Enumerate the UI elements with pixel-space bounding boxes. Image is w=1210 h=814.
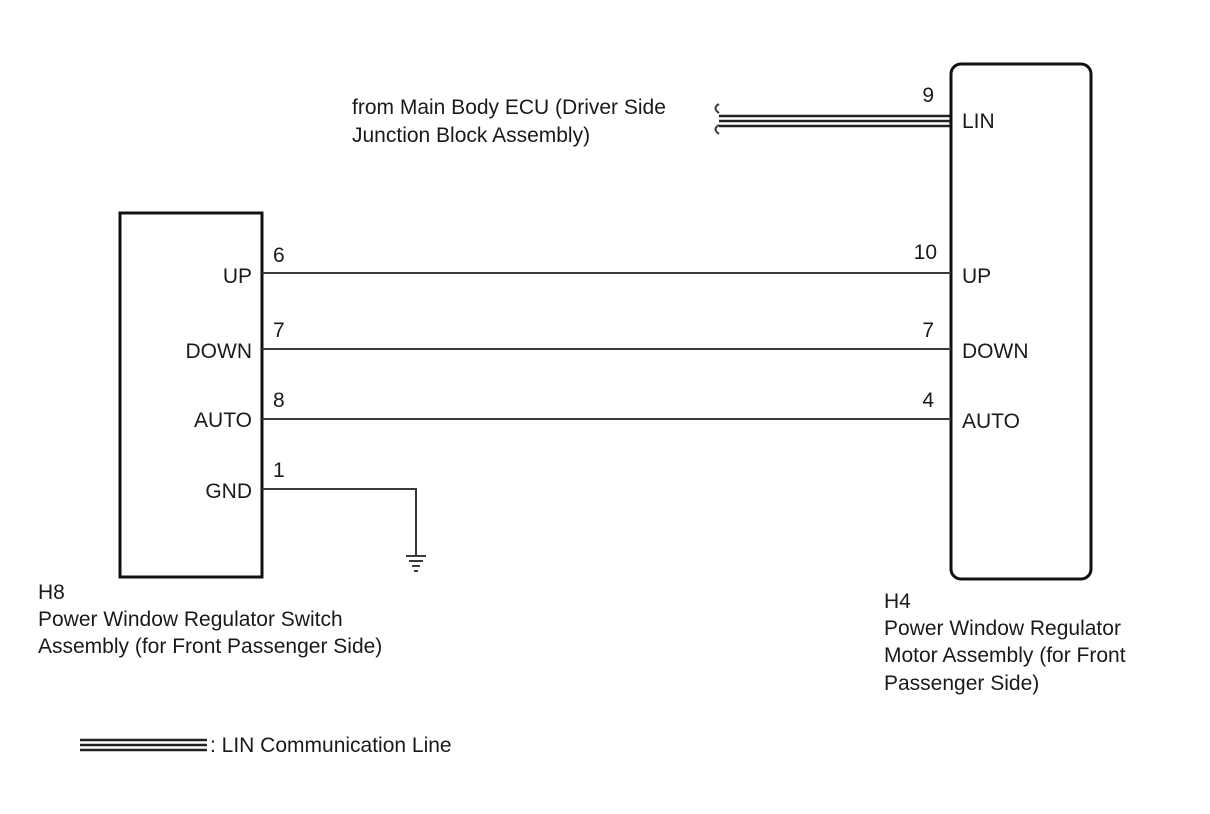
switch-component-box [118, 211, 264, 579]
motor-name-line1: Power Window Regulator [884, 617, 1121, 640]
wire-break-symbol [714, 124, 720, 135]
motor-component-box [949, 62, 1093, 581]
switch-name-line2: Assembly (for Front Passenger Side) [38, 635, 382, 658]
lin-communication-line [714, 103, 952, 135]
motor-pin-auto: 4 [922, 389, 934, 412]
motor-pin-up: 10 [914, 241, 937, 264]
motor-name-line3: Passenger Side) [884, 672, 1039, 695]
switch-pin-gnd: 1 [273, 459, 285, 482]
switch-pin-auto: 8 [273, 389, 285, 412]
motor-name-line2: Motor Assembly (for Front [884, 644, 1126, 667]
ground-wire [262, 488, 417, 556]
ground-icon [406, 555, 426, 572]
switch-terminal-auto: AUTO [194, 409, 252, 432]
source-label-line2: Junction Block Assembly) [352, 124, 590, 147]
motor-terminal-down: DOWN [962, 340, 1029, 363]
legend-lin-symbol [80, 738, 207, 752]
switch-terminal-gnd: GND [205, 480, 252, 503]
motor-pin-lin: 9 [922, 84, 934, 107]
switch-terminal-down: DOWN [186, 340, 253, 363]
motor-terminal-up: UP [962, 265, 991, 288]
motor-pin-down: 7 [922, 319, 934, 342]
switch-terminal-up: UP [223, 265, 252, 288]
wire-break-symbol [714, 103, 720, 114]
source-label-line1: from Main Body ECU (Driver Side [352, 96, 666, 119]
switch-pin-down: 7 [273, 319, 285, 342]
motor-terminal-auto: AUTO [962, 410, 1020, 433]
motor-terminal-lin: LIN [962, 110, 995, 133]
switch-name-line1: Power Window Regulator Switch [38, 608, 343, 631]
switch-code: H8 [38, 581, 65, 604]
switch-pin-up: 6 [273, 244, 285, 267]
legend-text: : LIN Communication Line [210, 734, 452, 757]
motor-code: H4 [884, 590, 911, 613]
